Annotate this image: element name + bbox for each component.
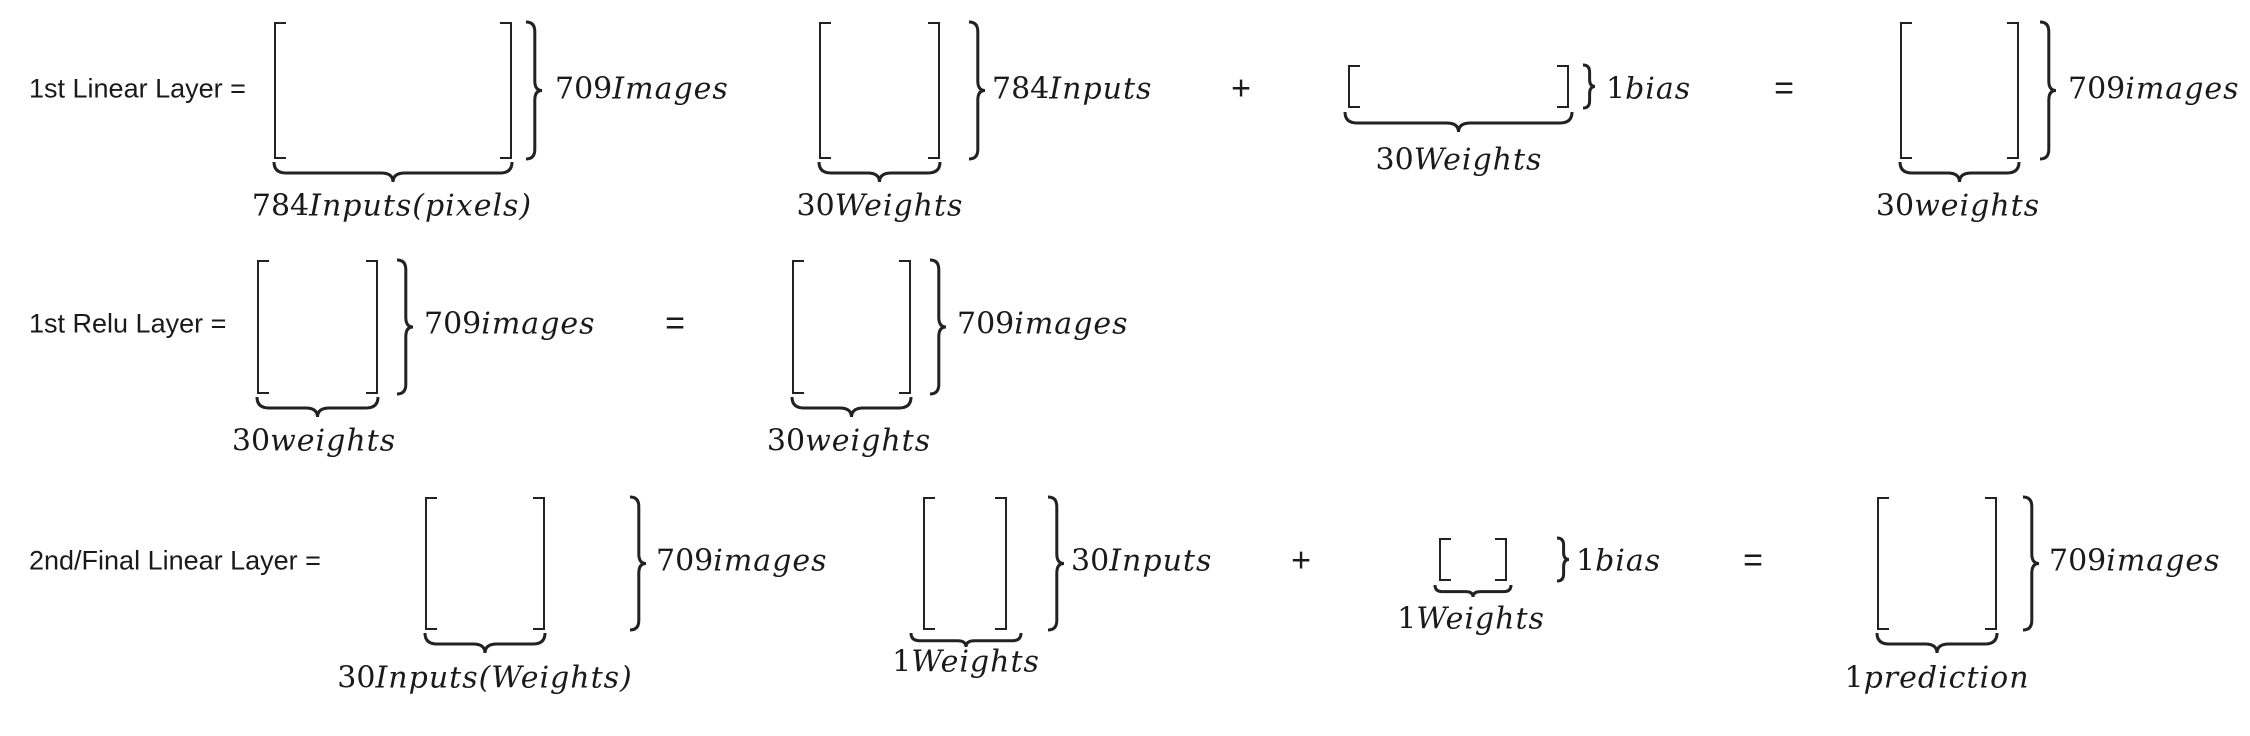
matrix-bias	[1348, 65, 1569, 108]
col-dim-label: 1Weights	[1397, 601, 1545, 637]
under-brace	[817, 161, 942, 183]
col-dim-label: 1prediction	[1844, 660, 2030, 696]
row-dim-label: 784Inputs	[992, 71, 1153, 107]
matrix-weights-2	[923, 497, 1007, 630]
col-dim-label: 30Weights	[1375, 142, 1543, 178]
matrix-hidden	[425, 497, 545, 630]
col-dim-label: 784Inputs(pixels)	[251, 188, 533, 224]
row-dim-label: 709images	[424, 306, 596, 342]
row-dim-label: 1bias	[1606, 71, 1692, 107]
under-brace	[1898, 161, 2021, 183]
col-dim-label: 30weights	[766, 423, 932, 459]
right-brace	[1047, 495, 1065, 632]
row-label-1st-linear: 1st Linear Layer =	[29, 73, 246, 104]
under-brace	[1433, 584, 1513, 598]
right-brace	[396, 258, 414, 396]
matrix-prediction	[1877, 497, 1997, 630]
right-brace	[968, 20, 986, 161]
row-label-1st-relu: 1st Relu Layer =	[29, 308, 227, 339]
under-brace	[255, 396, 380, 418]
right-brace	[929, 258, 947, 396]
right-brace	[2039, 20, 2057, 161]
row-dim-label: 709images	[957, 306, 1129, 342]
col-dim-label: 1Weights	[892, 644, 1040, 680]
under-brace	[1875, 632, 1999, 654]
matrix-output	[1900, 22, 2019, 159]
row-label-2nd-final-linear: 2nd/Final Linear Layer =	[29, 545, 321, 576]
row-dim-label: 30Inputs	[1071, 543, 1213, 579]
matrix-weights	[819, 22, 940, 159]
equals-operator: =	[665, 304, 685, 343]
right-brace	[629, 495, 647, 632]
right-brace	[1556, 536, 1570, 583]
under-brace	[1343, 111, 1574, 133]
under-brace	[423, 632, 547, 654]
row-dim-label: 709images	[656, 543, 828, 579]
matrix-relu-input	[257, 260, 378, 394]
matrix-input	[274, 22, 512, 159]
matrix-relu-output	[792, 260, 911, 394]
right-brace	[525, 20, 543, 161]
col-dim-label: 30Inputs(Weights)	[337, 660, 633, 696]
equals-operator: =	[1774, 69, 1794, 108]
plus-operator: +	[1291, 541, 1311, 580]
under-brace	[272, 161, 514, 183]
plus-operator: +	[1231, 69, 1251, 108]
under-brace	[909, 632, 1023, 648]
col-dim-label: 30weights	[1875, 188, 2041, 224]
under-brace	[790, 396, 913, 418]
right-brace	[2022, 495, 2040, 632]
col-dim-label: 30weights	[231, 423, 397, 459]
right-brace	[1582, 63, 1596, 110]
row-dim-label: 1bias	[1576, 543, 1662, 579]
equals-operator: =	[1743, 541, 1763, 580]
col-dim-label: 30Weights	[796, 188, 964, 224]
row-dim-label: 709images	[2068, 71, 2240, 107]
matrix-bias-2	[1439, 538, 1507, 581]
row-dim-label: 709Images	[555, 71, 729, 107]
row-dim-label: 709images	[2049, 543, 2221, 579]
